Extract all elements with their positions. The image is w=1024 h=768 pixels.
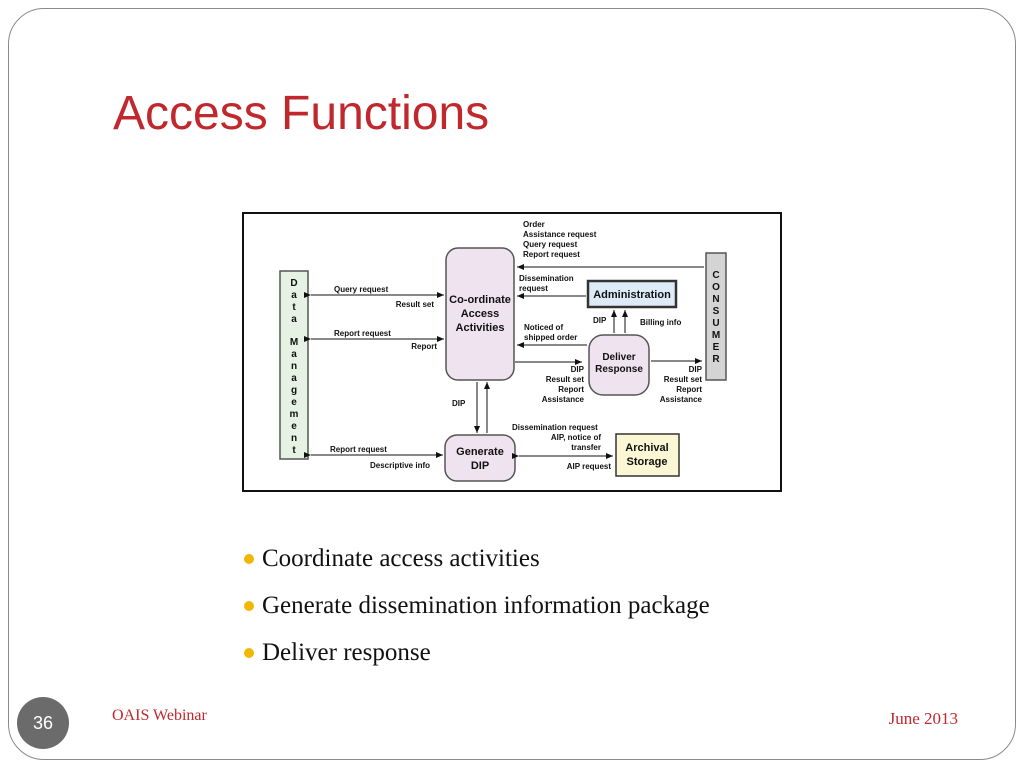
dm-letter: t	[292, 445, 296, 456]
gen-archival-label: transfer	[571, 443, 601, 452]
deliver-response-node: Deliver Response	[588, 334, 650, 396]
dm-letter: a	[291, 349, 297, 360]
dip-admin-label: DIP	[593, 316, 607, 325]
archival-label: Archival	[625, 442, 668, 454]
gen-archival-label: AIP, notice of	[551, 433, 601, 442]
dm-letter: n	[291, 433, 297, 444]
dm-letter: e	[291, 421, 297, 432]
assistance-request-label: Assistance request	[523, 230, 597, 239]
diagram-arrows	[304, 264, 704, 459]
deliver-out-label: Assistance	[660, 395, 703, 404]
dm-letter: n	[291, 361, 297, 372]
diagram-labels: Order Assistance request Query request R…	[330, 220, 703, 471]
deliver-in-label: Report	[558, 385, 584, 394]
coordinate-label: Activities	[456, 322, 505, 334]
gen-archival-label: Dissemination request	[512, 423, 598, 432]
report-request-label: Report request	[330, 445, 387, 454]
deliver-in-label: Result set	[546, 375, 585, 384]
bullet-dot-icon	[244, 553, 254, 564]
dm-letter: t	[292, 302, 296, 313]
administration-label: Administration	[593, 289, 671, 301]
access-functions-diagram: D a t a M a n a g e m e n t Co-ordinate …	[242, 212, 782, 492]
bullet-item: Coordinate access activities	[244, 535, 710, 582]
generate-label: Generate	[456, 446, 504, 458]
deliver-out-label: Report	[676, 385, 702, 394]
footer-title: OAIS Webinar	[112, 707, 207, 724]
dm-letter: a	[291, 314, 297, 325]
request-label: request	[519, 284, 548, 293]
consumer-node: C O N S U M E R	[705, 252, 727, 381]
slide-title: Access Functions	[113, 87, 490, 140]
consumer-letter: N	[712, 294, 719, 305]
aip-request-label: AIP request	[567, 462, 612, 471]
bullet-list: Coordinate access activities Generate di…	[244, 535, 710, 676]
consumer-letter: E	[713, 342, 720, 353]
administration-node: Administration	[586, 279, 678, 309]
bullet-text: Deliver response	[262, 638, 431, 666]
dm-letter: a	[291, 290, 297, 301]
archival-label: Storage	[627, 456, 668, 468]
deliver-in-label: Assistance	[542, 395, 585, 404]
descriptive-info-label: Descriptive info	[370, 461, 430, 470]
query-request-label: Query request	[334, 285, 389, 294]
query-request-label: Query request	[523, 240, 578, 249]
report-request-label: Report request	[334, 329, 391, 338]
generate-label: DIP	[471, 460, 489, 472]
consumer-letter: S	[713, 306, 720, 317]
dm-letter: M	[290, 337, 298, 348]
deliver-label: Deliver	[602, 352, 635, 363]
consumer-letter: C	[712, 270, 719, 281]
report-request-label: Report request	[523, 250, 580, 259]
bullet-item: Generate dissemination information packa…	[244, 582, 710, 629]
bullet-dot-icon	[244, 600, 254, 611]
dm-letter: m	[290, 409, 299, 420]
dip-vertical-label: DIP	[452, 399, 466, 408]
dm-letter: g	[291, 385, 297, 396]
consumer-letter: M	[712, 330, 720, 341]
billing-info-label: Billing info	[640, 318, 681, 327]
coordinate-label: Access	[461, 308, 500, 320]
deliver-out-label: Result set	[664, 375, 703, 384]
bullet-text: Generate dissemination information packa…	[262, 591, 710, 619]
footer-date: June 2013	[888, 709, 958, 728]
consumer-letter: R	[712, 354, 720, 365]
consumer-letter: U	[712, 318, 719, 329]
order-label: Order	[523, 220, 545, 229]
bullet-text: Coordinate access activities	[262, 544, 540, 572]
diagram-canvas: D a t a M a n a g e m e n t Co-ordinate …	[279, 220, 727, 482]
archival-storage-node: Archival Storage	[615, 433, 680, 477]
dm-letter: D	[290, 278, 297, 289]
dissemination-label: Dissemination	[519, 274, 574, 283]
deliver-label: Response	[595, 364, 643, 375]
coordinate-label: Co-ordinate	[449, 294, 511, 306]
generate-dip-node: Generate DIP	[444, 434, 516, 482]
deliver-in-label: DIP	[571, 365, 585, 374]
dm-letter: e	[291, 397, 297, 408]
bullet-dot-icon	[244, 647, 254, 658]
shipped-order-label: shipped order	[524, 333, 577, 342]
data-management-node: D a t a M a n a g e m e n t	[279, 270, 309, 460]
result-set-label: Result set	[396, 300, 435, 309]
coordinate-access-activities-node: Co-ordinate Access Activities	[445, 247, 515, 381]
noticed-label: Noticed of	[524, 323, 563, 332]
report-label: Report	[411, 342, 437, 351]
deliver-out-label: DIP	[689, 365, 703, 374]
consumer-letter: O	[712, 282, 720, 293]
dm-letter: a	[291, 373, 297, 384]
page-number-badge: 36	[17, 697, 69, 749]
bullet-item: Deliver response	[244, 629, 710, 676]
slide-frame	[8, 8, 1016, 760]
